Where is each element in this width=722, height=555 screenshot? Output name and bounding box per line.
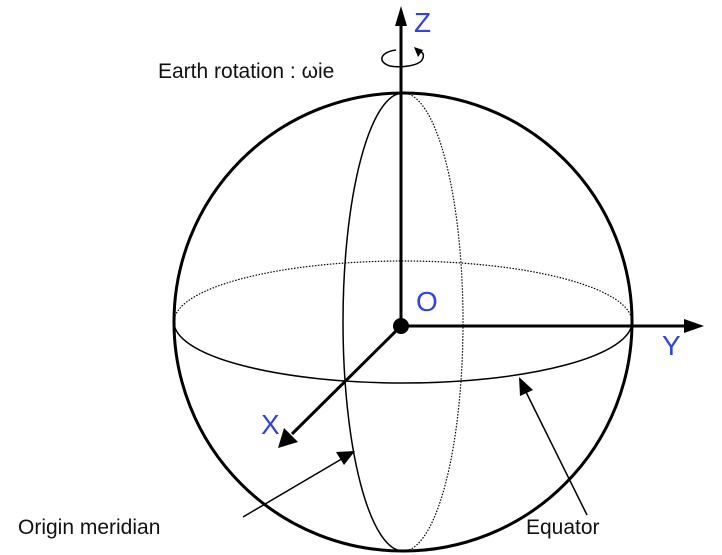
- z-axis-arrowhead: [395, 6, 407, 26]
- rotation-arrow-icon: [381, 49, 425, 68]
- equator-arrowhead: [519, 377, 533, 396]
- meridian-front-half: [342, 92, 404, 552]
- earth-rotation-label: Earth rotation : ωie: [158, 60, 335, 83]
- y-axis-label: Y: [662, 330, 681, 361]
- equator-back-half: [173, 260, 633, 323]
- equator-label: Equator: [526, 516, 600, 539]
- equator-pointer: [524, 389, 588, 516]
- rotation-arrowhead: [414, 47, 423, 57]
- meridian-back-half: [402, 92, 464, 552]
- origin-label: O: [416, 286, 438, 317]
- origin-point: [393, 318, 409, 334]
- y-axis-arrowhead: [684, 319, 704, 333]
- origin-meridian-arrowhead: [336, 451, 355, 465]
- origin-meridian-pointer: [242, 456, 346, 518]
- origin-meridian-label: Origin meridian: [18, 516, 161, 539]
- x-axis: [290, 324, 403, 436]
- x-axis-label: X: [261, 409, 280, 440]
- x-axis-arrowhead: [278, 428, 298, 448]
- z-axis-label: Z: [414, 7, 432, 38]
- equator-front-half: [173, 321, 633, 384]
